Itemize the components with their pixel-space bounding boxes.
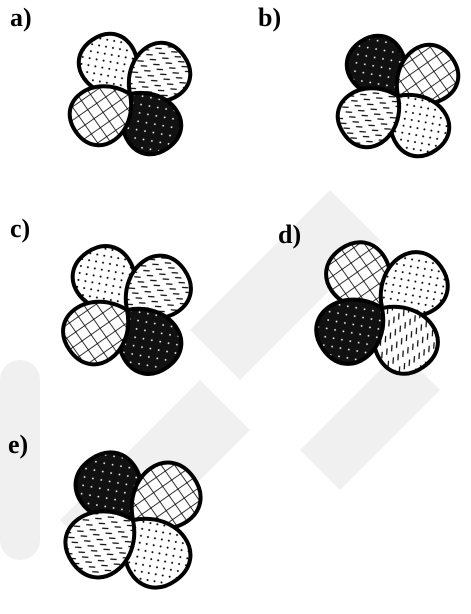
option-e-label[interactable]: e)	[8, 430, 29, 459]
petal-left-grid	[67, 84, 134, 148]
option-b-label[interactable]: b)	[258, 3, 282, 32]
flower-a[interactable]	[59, 23, 200, 164]
flower-e[interactable]	[54, 441, 212, 599]
petal-left-black	[314, 297, 386, 366]
petal-left-slashes	[63, 509, 137, 580]
option-d-label[interactable]: d)	[278, 220, 302, 249]
flower-c[interactable]	[52, 235, 202, 385]
flower-b[interactable]	[327, 25, 468, 166]
petal-left-slashes	[335, 86, 402, 150]
option-a-label[interactable]: a)	[10, 3, 32, 32]
option-c-label[interactable]: c)	[10, 214, 31, 243]
flower-d[interactable]	[305, 231, 459, 385]
petal-left-grid	[61, 299, 131, 367]
